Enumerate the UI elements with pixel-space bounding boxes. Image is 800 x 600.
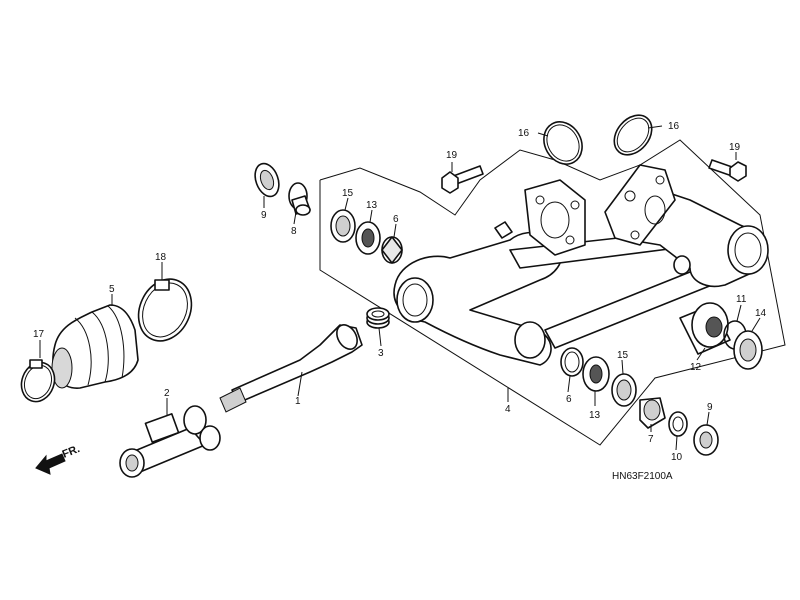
callout-19-right: 19 [729,142,741,153]
callout-5: 5 [109,284,115,295]
callout-6-top: 6 [393,214,399,225]
callouts: 1 2 3 4 5 6 6 7 8 9 9 10 11 12 13 13 14 … [33,121,767,463]
callout-16-right: 16 [668,121,680,132]
swingarm [393,164,769,366]
clamp-small [20,359,56,403]
callout-7: 7 [648,434,654,445]
callout-9-top: 9 [261,210,267,221]
universal-joint [119,405,221,478]
bolt-left [441,165,484,194]
front-direction-indicator: FR. [35,443,82,475]
clamp-large [137,278,193,342]
front-label: FR. [61,443,82,461]
callout-9-bottom: 9 [707,402,713,413]
lock-nut-bottom [693,424,719,456]
callout-1: 1 [295,396,301,407]
swingarm-assembly-outline [319,139,786,446]
callout-3: 3 [378,348,384,359]
lock-nut-top [254,162,280,198]
callout-19-left: 19 [446,150,458,161]
o-ring-right [613,114,653,156]
callout-13-bottom: 13 [589,410,601,421]
pivot-cap [288,182,311,216]
callout-11: 11 [736,294,747,305]
bearing-12 [679,302,731,355]
spring [366,307,390,329]
seal-14 [733,330,763,370]
collar-6-top [381,236,403,264]
callout-12: 12 [690,362,702,373]
bearing-13-bottom [582,356,610,392]
seal-15-top [330,209,356,243]
collar-6-bottom [560,347,584,377]
o-ring-left [543,121,583,165]
callout-16-left: 16 [518,128,530,139]
callout-8: 8 [291,226,297,237]
bearing-13-top [355,221,381,255]
callout-2: 2 [164,388,170,399]
callout-17: 17 [33,329,45,340]
collar-10 [668,411,688,437]
bolt-right [708,159,747,182]
boot [51,304,139,389]
leader-lines [39,125,761,451]
callout-13-top: 13 [366,200,378,211]
small-boot [639,397,666,429]
callout-18: 18 [155,252,167,263]
callout-10: 10 [671,452,683,463]
callout-15-top: 15 [342,188,354,199]
diagram-code: HN63F2100A [612,471,673,482]
drive-shaft [219,324,363,413]
front-arrow-icon [35,453,66,475]
callout-14: 14 [755,308,767,319]
callout-15-bottom: 15 [617,350,629,361]
callout-6-bottom: 6 [566,394,572,405]
seal-15-bottom [611,373,637,407]
callout-4: 4 [505,404,511,415]
